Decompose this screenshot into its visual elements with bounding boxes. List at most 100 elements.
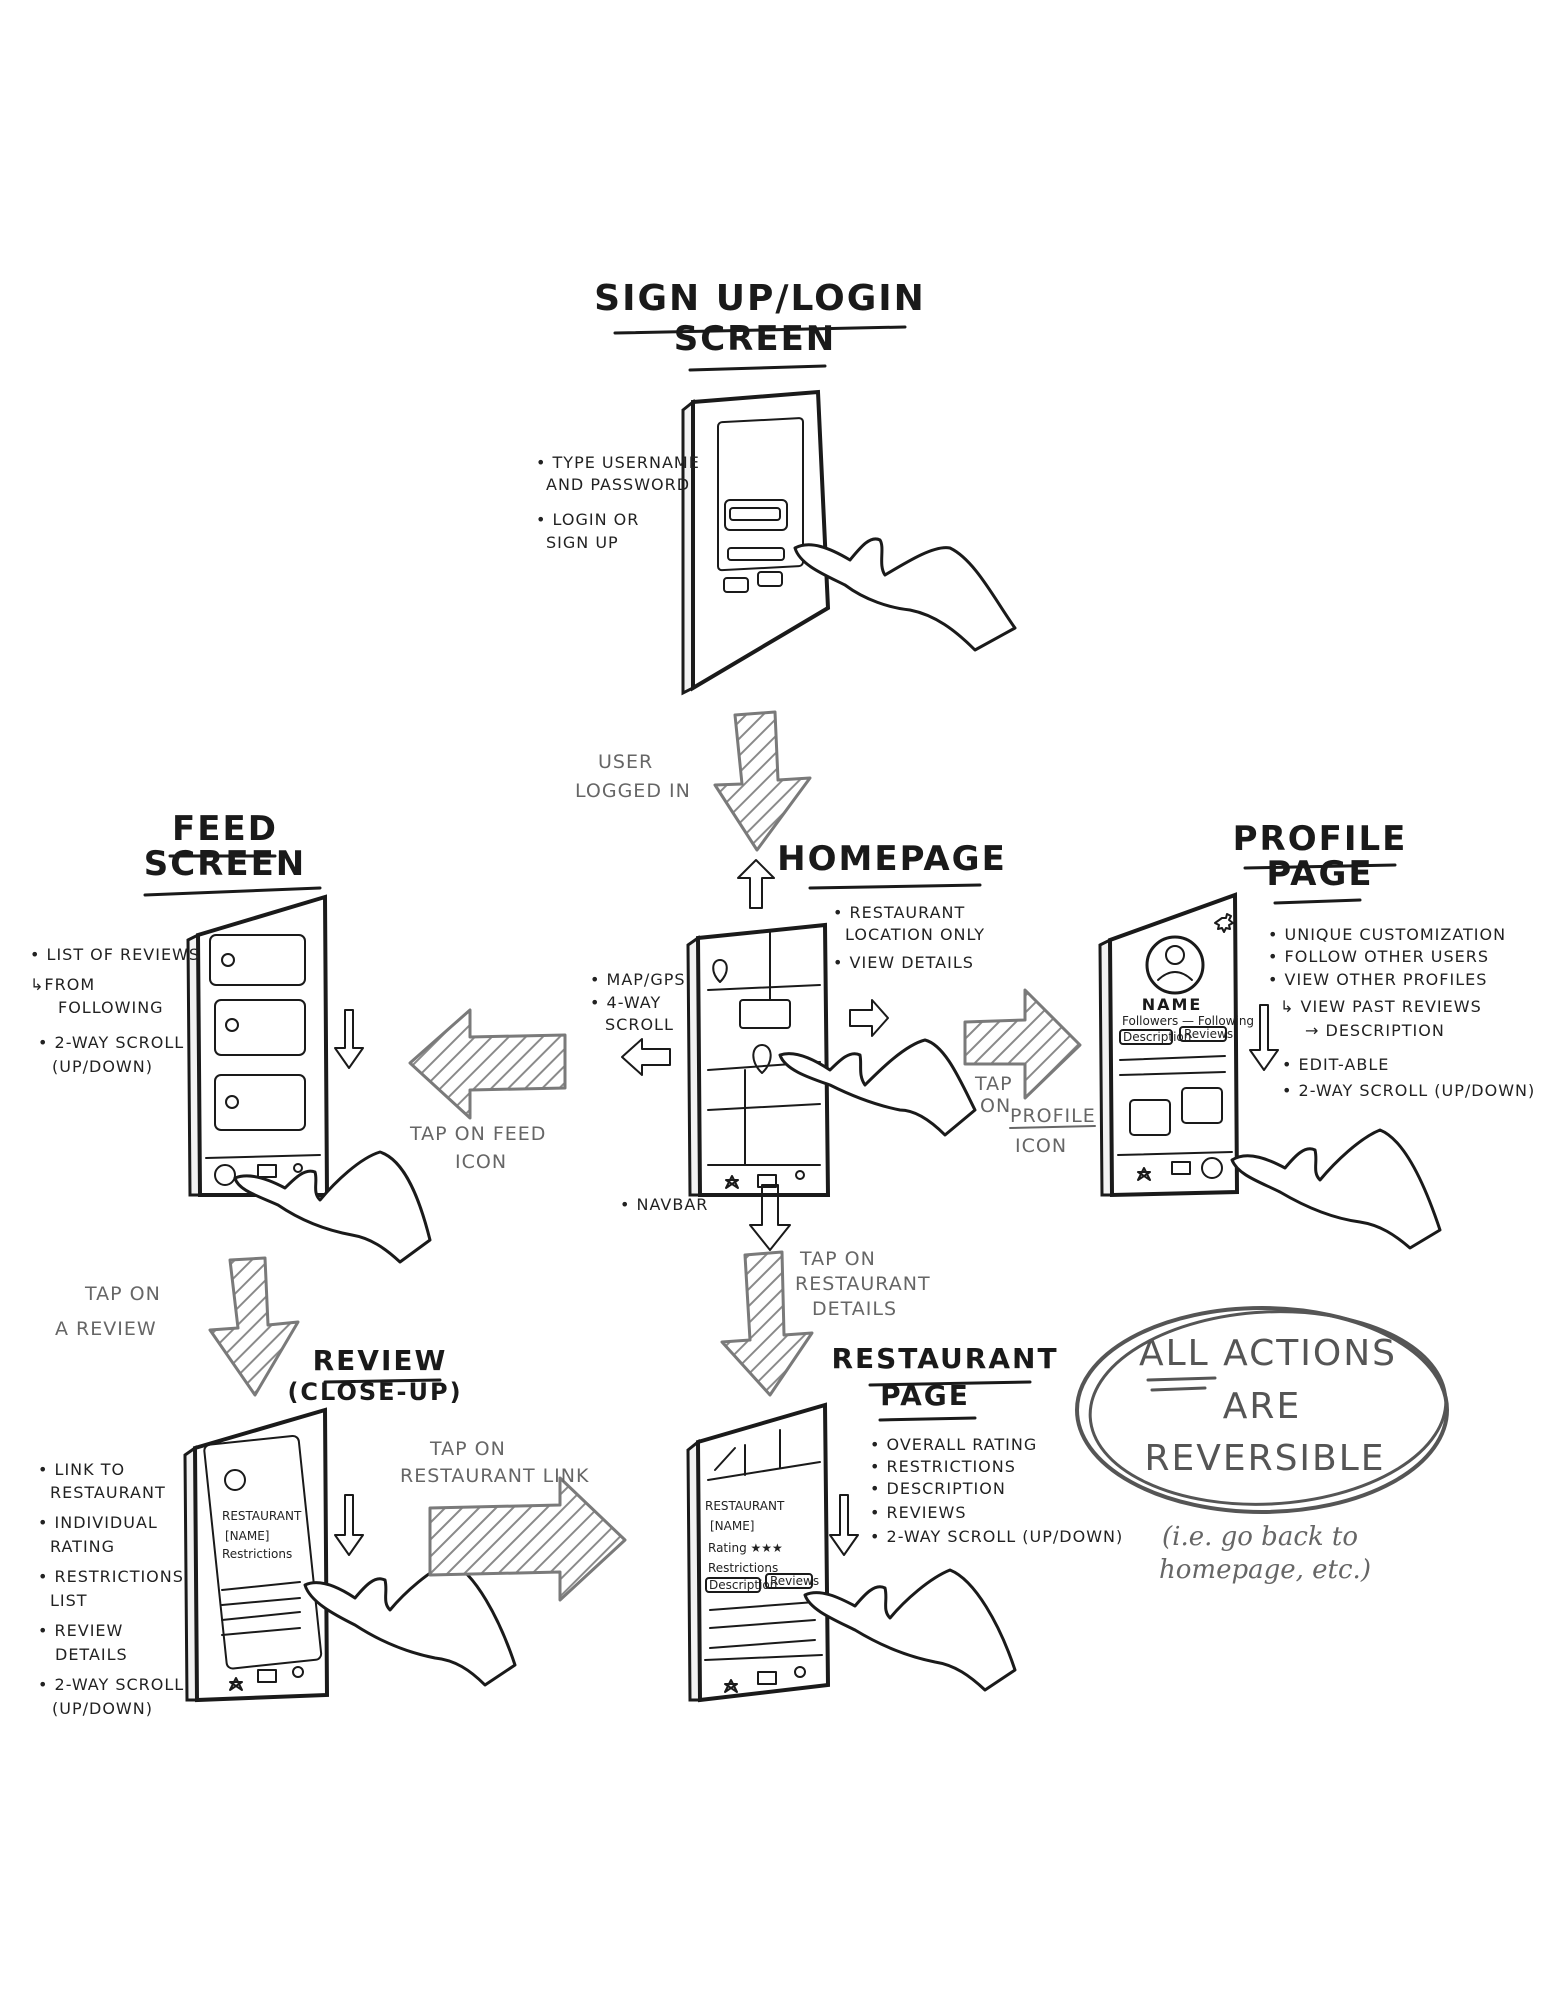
feed-title-line2: SCREEN: [144, 844, 307, 884]
profile-tab-reviews-label: Reviews: [1184, 1027, 1233, 1041]
settings-gear-icon[interactable]: [1214, 913, 1234, 933]
profile-review-card[interactable]: [1129, 1099, 1171, 1136]
homepage-group: HOMEPAGE • RESTAURANT LOCATION ONLY: [590, 839, 1005, 1251]
restaurant-tab-reviews[interactable]: [765, 1573, 813, 1589]
profile-nav-icon[interactable]: [1201, 1157, 1223, 1179]
feed-review-card[interactable]: [214, 999, 306, 1056]
signup-note-1: • TYPE USERNAME: [536, 453, 700, 472]
arrow-left-feed: [408, 1008, 567, 1120]
profile-group: PROFILE PAGE NAME Followers — Following …: [1098, 819, 1534, 1250]
restaurant-nav-star-icon[interactable]: [724, 1679, 738, 1693]
restaurant-note-5: • 2-WAY SCROLL (UP/DOWN): [870, 1527, 1123, 1546]
restaurant-screen-title: RESTAURANT: [705, 1499, 785, 1513]
signup-card: [724, 499, 788, 531]
flow-tap-details-line1: TAP ON: [799, 1248, 876, 1270]
profile-review-card[interactable]: [1181, 1087, 1223, 1124]
map-restaurant-card[interactable]: [739, 999, 791, 1029]
profile-note-5: → DESCRIPTION: [1305, 1021, 1445, 1040]
flow-tap-feed-line2: ICON: [455, 1151, 507, 1173]
signup-hand: [793, 537, 1017, 652]
flow-tap-profile-line2: ON: [980, 1095, 1011, 1117]
feed-nav-icon[interactable]: [214, 1164, 236, 1186]
password-field[interactable]: [727, 547, 785, 561]
profile-avatar: [1145, 935, 1205, 995]
restaurant-nav-store-icon[interactable]: [757, 1671, 777, 1685]
feed-note-5: (UP/DOWN): [52, 1057, 153, 1076]
review-note-4: RATING: [50, 1537, 115, 1556]
restaurant-title-line2: PAGE: [880, 1379, 970, 1412]
reminder-line2: ARE: [1223, 1386, 1301, 1427]
profile-nav-star-icon[interactable]: [1137, 1167, 1151, 1181]
review-nav-star-icon[interactable]: [229, 1677, 243, 1691]
review-card: [203, 1434, 323, 1670]
feed-note-3: FOLLOWING: [58, 998, 164, 1017]
homepage-note-r1: • RESTAURANT: [833, 903, 965, 922]
homepage-navbar-note: • NAVBAR: [620, 1195, 708, 1214]
review-title-line2: (CLOSE-UP): [287, 1378, 462, 1406]
homepage-phone: [686, 922, 831, 1197]
homepage-notes-right: • RESTAURANT LOCATION ONLY • VIEW DETAIL…: [833, 903, 984, 972]
arrow-right-link: [428, 1476, 627, 1602]
profile-tab-description[interactable]: [1119, 1029, 1173, 1045]
profile-screen-name: NAME: [1142, 995, 1203, 1014]
review-note-5: • RESTRICTIONS: [38, 1567, 184, 1586]
flow-tap-details: TAP ON RESTAURANT DETAILS: [720, 1248, 931, 1397]
flow-tap-link-line1: TAP ON: [429, 1438, 506, 1460]
review-note-8: DETAILS: [55, 1645, 128, 1664]
homepage-nav-star-icon[interactable]: [725, 1175, 739, 1189]
review-screen-restaurant[interactable]: RESTAURANT: [222, 1509, 302, 1523]
review-note-6: LIST: [50, 1591, 88, 1610]
reversible-reminder: ALL ACTIONS ARE REVERSIBLE (i.e. go back…: [1075, 1306, 1449, 1585]
signup-phone: [681, 389, 831, 696]
profile-title-line1: PROFILE: [1233, 819, 1408, 859]
restaurant-note-4: • REVIEWS: [870, 1503, 967, 1522]
feed-nav-profile-icon[interactable]: [293, 1163, 303, 1173]
homepage-nav-profile-icon[interactable]: [795, 1170, 805, 1180]
flow-tap-details-line3: DETAILS: [812, 1298, 897, 1320]
review-nav-profile-icon[interactable]: [292, 1666, 304, 1678]
restaurant-hand: [803, 1568, 1017, 1692]
restaurant-tab-description[interactable]: [705, 1577, 761, 1593]
flow-logged-in: USER LOGGED IN: [575, 710, 812, 852]
review-title-line1: REVIEW: [313, 1344, 448, 1377]
profile-notes: • UNIQUE CUSTOMIZATION • FOLLOW OTHER US…: [1268, 925, 1534, 1100]
feed-nav-store-icon[interactable]: [257, 1164, 277, 1178]
flow-logged-in-line1: USER: [598, 751, 653, 773]
username-field[interactable]: [729, 507, 781, 521]
feed-note-2: ↳FROM: [30, 975, 95, 994]
restaurant-phone: RESTAURANT [NAME] Rating ★★★ Restriction…: [686, 1402, 859, 1703]
review-screen-name[interactable]: [NAME]: [225, 1529, 269, 1543]
arrow-left-icon: [621, 1038, 671, 1076]
homepage-nav-store-icon[interactable]: [757, 1174, 777, 1188]
review-nav-store-icon[interactable]: [257, 1669, 277, 1683]
feed-note-1: • LIST OF REVIEWS: [30, 945, 200, 964]
profile-hand: [1230, 1128, 1442, 1250]
arrow-down-icon: [749, 1184, 791, 1251]
login-button[interactable]: [723, 577, 749, 593]
reminder-line1: ALL ACTIONS: [1139, 1333, 1397, 1374]
flow-tap-review: TAP ON A REVIEW: [55, 1256, 300, 1397]
signup-button[interactable]: [757, 571, 783, 587]
feed-title-line1: FEED: [172, 809, 278, 849]
restaurant-nav-profile-icon[interactable]: [794, 1666, 806, 1678]
profile-nav-store-icon[interactable]: [1171, 1161, 1191, 1175]
scroll-arrow-icon: [829, 1494, 859, 1556]
flow-tap-details-line2: RESTAURANT: [795, 1273, 931, 1295]
feed-review-card[interactable]: [209, 934, 306, 986]
arrow-down-details: [720, 1250, 814, 1397]
signup-title-line2: SCREEN: [674, 319, 837, 359]
feed-review-card[interactable]: [214, 1074, 306, 1131]
review-note-1: • LINK TO: [38, 1460, 125, 1479]
map-pin-icon[interactable]: [712, 959, 728, 983]
flow-tap-profile-line1: TAP: [974, 1073, 1013, 1095]
review-hand: [303, 1560, 517, 1687]
profile-tab-description-label: Description: [1123, 1030, 1191, 1044]
flow-logged-in-line2: LOGGED IN: [575, 780, 691, 802]
homepage-notes-left: • MAP/GPS • 4-WAY SCROLL: [590, 970, 685, 1034]
profile-note-2: • FOLLOW OTHER USERS: [1268, 947, 1489, 966]
profile-tab-reviews[interactable]: [1179, 1026, 1227, 1042]
restaurant-note-3: • DESCRIPTION: [870, 1479, 1006, 1498]
flow-tap-feed: TAP ON FEED ICON: [408, 1008, 567, 1173]
signup-note-4: SIGN UP: [546, 533, 619, 552]
map-pin-icon[interactable]: [752, 1044, 772, 1074]
